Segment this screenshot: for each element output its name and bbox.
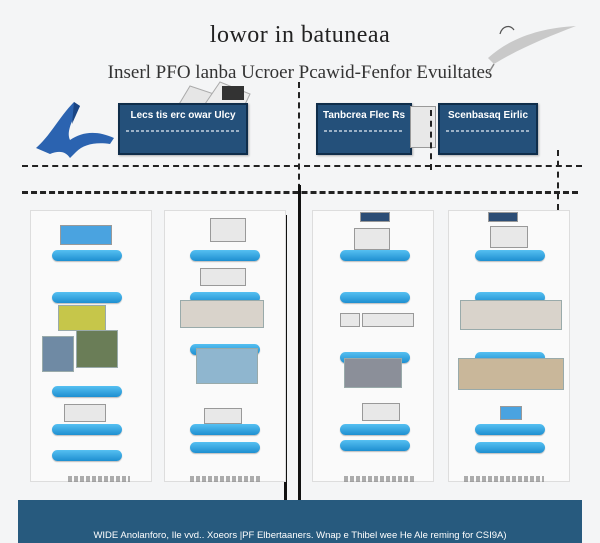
header-box-2-body [324, 125, 404, 139]
screen-image [58, 305, 106, 331]
step-pill [190, 442, 260, 453]
step-pill [190, 424, 260, 435]
step-pill [52, 292, 122, 303]
footer-banner: WIDE Anolanforo, Ile vvd.. Xoeors |PF El… [18, 500, 582, 543]
device-image [200, 268, 246, 286]
vertical-connector-center [298, 82, 300, 200]
header-box-1: Lecs tis erc owar Ulcy [118, 103, 248, 155]
header-box-1-body [126, 125, 240, 139]
device-image [488, 212, 518, 222]
device-image [204, 408, 242, 424]
monitor-image [76, 330, 118, 368]
device-image [210, 218, 246, 242]
vertical-connector-mid [430, 110, 432, 170]
device-image [354, 228, 390, 250]
step-pill [52, 386, 122, 397]
device-image [340, 313, 360, 327]
room-image [344, 358, 402, 388]
step-pill [475, 442, 545, 453]
step-pill [340, 440, 410, 451]
step-pill [340, 424, 410, 435]
device-image [360, 212, 390, 222]
step-pill [190, 292, 260, 303]
header-box-1-label: Lecs tis erc owar Ulcy [130, 110, 236, 121]
header-box-2-label: Tanbcrea Flec Rs [322, 110, 406, 121]
device-image [60, 225, 112, 245]
step-pill [475, 292, 545, 303]
room-image [460, 300, 562, 330]
vertical-connector-right [557, 150, 559, 210]
header-box-3-body [446, 125, 530, 139]
column-caption [464, 476, 544, 482]
device-image [64, 404, 106, 422]
step-pill [340, 292, 410, 303]
device-image [362, 313, 414, 327]
step-pill [340, 250, 410, 261]
column-caption [68, 476, 130, 482]
room-image [180, 300, 264, 328]
column-caption [344, 476, 414, 482]
device-image [500, 406, 522, 420]
step-pill [190, 250, 260, 261]
device-image [362, 403, 400, 421]
header-device [410, 106, 436, 148]
quill-icon [487, 25, 576, 75]
page-subtitle: Inserl PFO lanba Ucroer Pcawid-Fenfor Ev… [107, 62, 493, 83]
step-pill [475, 424, 545, 435]
room-image [458, 358, 564, 390]
device-image [490, 226, 528, 248]
center-column-divider-2 [298, 185, 301, 505]
header-box-3-label: Scenbasaq Eirlic [447, 110, 529, 121]
divider-line-top [22, 165, 582, 167]
step-pill [475, 250, 545, 261]
column-caption [190, 476, 260, 482]
page-title: lowor in batuneaa [209, 22, 391, 48]
header-box-3: Scenbasaq Eirlic [438, 103, 538, 155]
wing-logo-icon [36, 102, 114, 158]
step-pill [475, 352, 545, 363]
step-pill [52, 450, 122, 461]
footer-text: WIDE Anolanforo, Ile vvd.. Xoeors |PF El… [93, 530, 507, 541]
header-box-2: Tanbcrea Flec Rs [316, 103, 412, 155]
monitor-image [42, 336, 74, 372]
step-pill [340, 352, 410, 363]
step-pill [52, 424, 122, 435]
step-pill [52, 250, 122, 261]
screen-image [196, 348, 258, 384]
